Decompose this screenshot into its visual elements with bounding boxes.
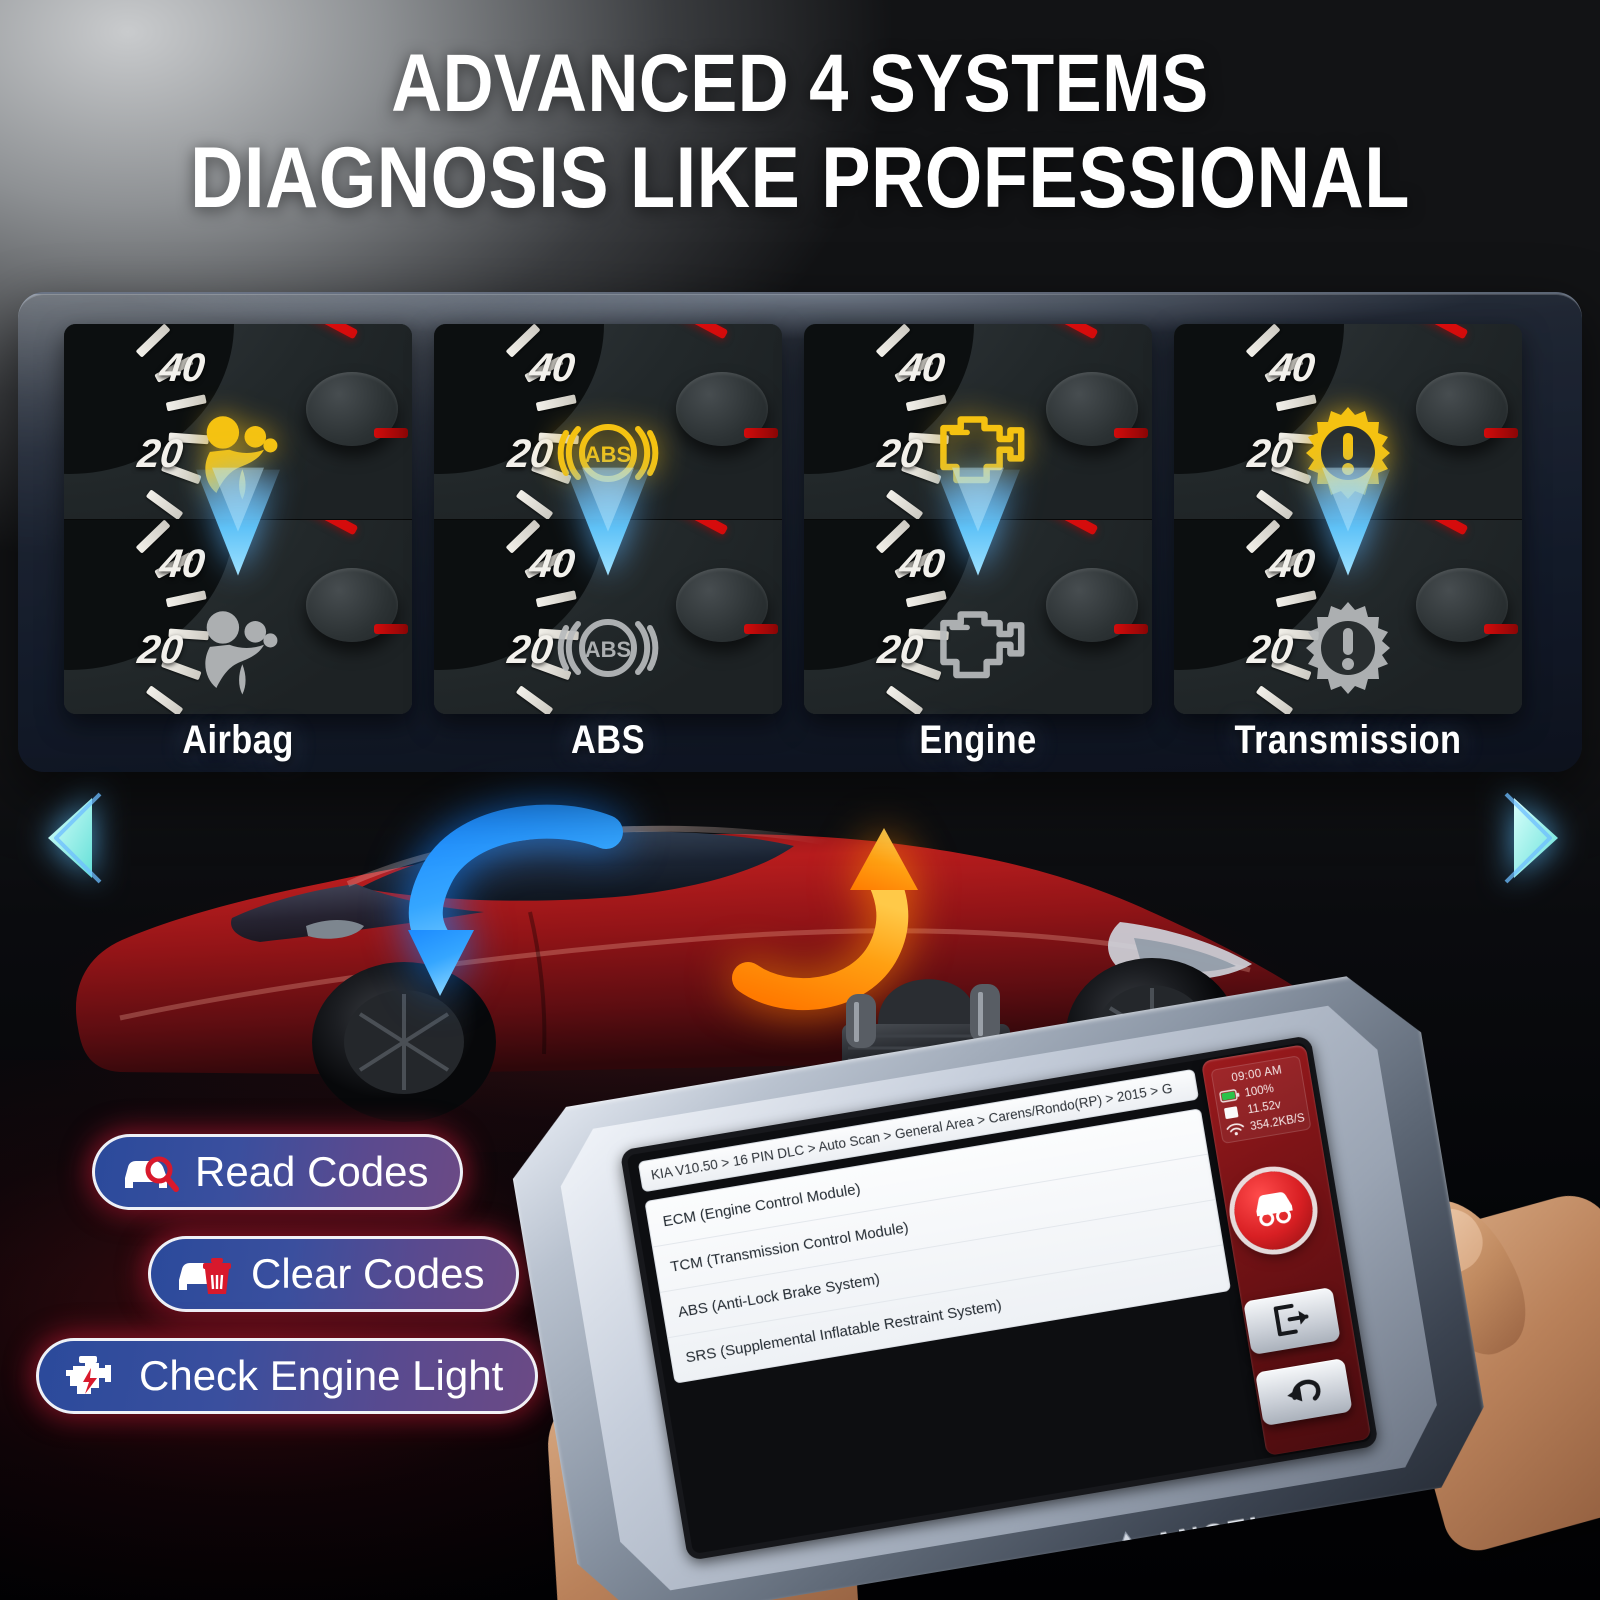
feature-pill-label: Clear Codes: [251, 1250, 485, 1297]
feature-pill-clear-codes[interactable]: Clear Codes: [148, 1236, 520, 1312]
diagnostic-tablet: KIA V10.50 > 16 PIN DLC > Auto Scan > Ge…: [468, 902, 1600, 1600]
gauge-card-engine[interactable]: 40 20: [804, 324, 1152, 714]
screen-content: KIA V10.50 > 16 PIN DLC > Auto Scan > Ge…: [638, 1069, 1258, 1545]
dial-needle-tip: [744, 624, 778, 634]
gauge-card-airbag[interactable]: 40 20: [64, 324, 412, 714]
dial-needle-tip: [1484, 428, 1518, 438]
ancel-triangle-logo-icon: [1109, 1527, 1149, 1574]
back-arrow-icon: [1281, 1370, 1327, 1413]
gauge-half-lit: 40 20 ABS: [434, 324, 782, 519]
dial-needle-tip: [374, 428, 408, 438]
vehicle-home-icon: [1250, 1188, 1298, 1233]
dial-tick-label-40: 40: [897, 346, 948, 390]
feature-pill-read-codes[interactable]: Read Codes: [92, 1134, 464, 1210]
dial-needle-tip: [1114, 624, 1148, 634]
vehicle-home-button[interactable]: [1229, 1166, 1319, 1256]
feature-pill-check-engine-light[interactable]: Check Engine Light: [36, 1338, 539, 1414]
check-engine-warning-icon-off: [924, 598, 1032, 698]
status-battery-row: 100%: [1219, 1078, 1300, 1104]
headline-line-2: DIAGNOSIS LIKE PROFESSIONAL: [190, 130, 1410, 227]
system-label-transmission: Transmission: [1234, 718, 1462, 762]
transmission-gear-warning-icon-off: [1294, 598, 1402, 698]
gauge-half-lit: 40 20: [804, 324, 1152, 519]
dial-tick-label-40: 40: [157, 346, 208, 390]
dial-tick-label-40: 40: [1267, 542, 1318, 586]
feature-pill-label: Read Codes: [195, 1148, 429, 1195]
chevron-left-icon[interactable]: [32, 790, 106, 886]
car-magnifier-icon: [121, 1148, 179, 1196]
system-label-airbag: Airbag: [182, 718, 294, 762]
dial-needle-tip: [1484, 624, 1518, 634]
tablet-screen: KIA V10.50 > 16 PIN DLC > Auto Scan > Ge…: [620, 1035, 1379, 1561]
dial-needle-tip: [744, 428, 778, 438]
headline-line-1: ADVANCED 4 SYSTEMS: [391, 38, 1209, 129]
system-label-row: Airbag ABS Engine Transmission: [64, 718, 1522, 763]
car-trash-icon: [177, 1250, 235, 1298]
car-body-shape: [75, 834, 1327, 1074]
tablet-shell: KIA V10.50 > 16 PIN DLC > Auto Scan > Ge…: [503, 966, 1496, 1600]
abs-warning-icon-off: ABS: [554, 598, 662, 698]
feature-pill-label: Check Engine Light: [139, 1352, 504, 1399]
brand-name: ANCEL: [1151, 1509, 1274, 1562]
abs-warning-icon: ABS: [554, 403, 662, 503]
dial-needle-tip: [374, 624, 408, 634]
status-battery-level: 100%: [1243, 1082, 1275, 1100]
dial-tick-label-40: 40: [1267, 346, 1318, 390]
car-side-window: [231, 884, 484, 942]
airbag-warning-icon-off: [184, 598, 292, 698]
car-side-mirror: [306, 920, 364, 939]
svg-text:ABS: ABS: [585, 442, 631, 467]
exit-button[interactable]: [1243, 1287, 1341, 1355]
curved-blue-arrow: [400, 804, 660, 1002]
chevron-right-icon[interactable]: [1500, 790, 1574, 886]
voltage-icon: [1222, 1104, 1244, 1120]
car-beltline: [119, 928, 1251, 1021]
system-label-abs: ABS: [571, 718, 645, 762]
gauge-half-lit: 40 20: [1174, 324, 1522, 519]
curved-orange-arrow: [732, 828, 940, 1011]
gauge-half-lit: 40 20: [64, 324, 412, 519]
engine-bolt-icon: [65, 1352, 123, 1400]
car-illustration: [60, 742, 1340, 1152]
feature-pill-list: Read Codes Clear Codes: [0, 1134, 560, 1440]
page-title: ADVANCED 4 SYSTEMS DIAGNOSIS LIKE PROFES…: [0, 38, 1600, 227]
dial-tick-label-40: 40: [527, 542, 578, 586]
exit-arrow-icon: [1269, 1299, 1315, 1342]
gauge-card-abs[interactable]: 40 20 ABS: [434, 324, 782, 714]
gauge-card-transmission[interactable]: 40 20: [1174, 324, 1522, 714]
gauge-half-cleared: 40 20: [64, 519, 412, 714]
status-network-speed: 354.2KB/S: [1249, 1111, 1306, 1133]
status-network-row: 354.2KB/S: [1225, 1111, 1306, 1137]
svg-text:ABS: ABS: [585, 637, 631, 662]
status-info-box: 09:00 AM 100% 11.52v: [1210, 1055, 1311, 1144]
status-voltage: 11.52v: [1246, 1098, 1282, 1116]
gauge-half-cleared: 40 20 ABS: [434, 519, 782, 714]
airbag-warning-icon: [184, 403, 292, 503]
dial-needle-tip: [1114, 428, 1148, 438]
status-sidebar: 09:00 AM 100% 11.52v: [1201, 1044, 1372, 1456]
car-windshield: [360, 831, 794, 901]
wifi-icon: [1225, 1121, 1247, 1137]
dial-face: 40 20: [804, 324, 1152, 519]
gauge-half-cleared: 40 20: [804, 519, 1152, 714]
gauge-card-list: 40 20: [64, 324, 1522, 714]
back-button[interactable]: [1255, 1358, 1353, 1426]
dial-tick-label-40: 40: [527, 346, 578, 390]
system-label-engine: Engine: [919, 718, 1037, 762]
battery-icon: [1219, 1088, 1241, 1104]
dial-tick-label-40: 40: [897, 542, 948, 586]
check-engine-warning-icon: [924, 403, 1032, 503]
gauge-half-cleared: 40 20: [1174, 519, 1522, 714]
car-door-line: [528, 911, 547, 1055]
dial-tick-label-40: 40: [157, 542, 208, 586]
systems-carousel-panel: 40 20: [18, 292, 1582, 884]
status-voltage-row: 11.52v: [1222, 1094, 1303, 1120]
transmission-gear-warning-icon: [1294, 403, 1402, 503]
